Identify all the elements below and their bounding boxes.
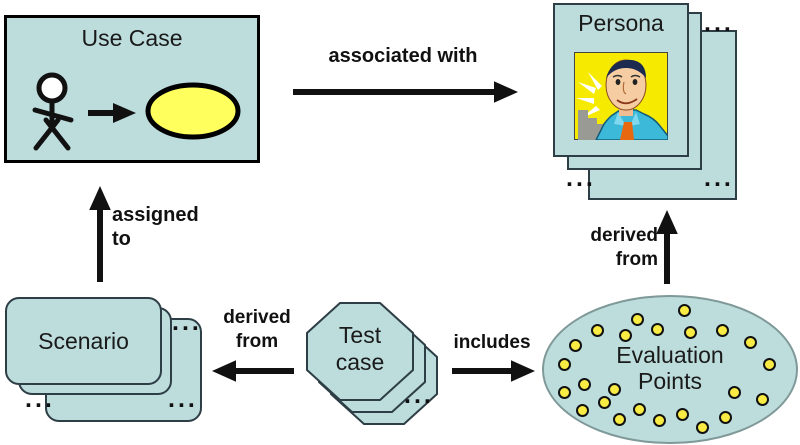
test-case-node: Test case (306, 302, 438, 425)
persona-ellipsis-top-right: ... (704, 9, 734, 37)
derived-from-scenario-label: derived from (215, 306, 299, 354)
actor-icon (32, 72, 74, 151)
evaluation-point-dot (718, 410, 732, 424)
actor-to-ellipse-arrow-icon (88, 103, 136, 123)
test-case-title-line1: Test (339, 322, 382, 348)
assigned-to-label: assigned to (112, 203, 199, 251)
evaluation-point-dot (568, 338, 582, 352)
evaluation-point-dot (590, 323, 604, 337)
evaluation-point-dot (677, 303, 691, 317)
evaluation-point-dot (762, 357, 776, 371)
evaluation-point-dot (630, 312, 644, 326)
use-case-graphic (32, 72, 241, 151)
evaluation-point-dot (675, 407, 689, 421)
includes-label: includes (453, 332, 531, 353)
test-case-ellipsis: ... (404, 381, 434, 409)
evaluation-points-title-line2: Points (638, 368, 702, 394)
evaluation-point-dot (650, 322, 664, 336)
persona-node: Persona (553, 3, 689, 157)
evaluation-point-dot (618, 328, 632, 342)
persona-ellipsis-bottom-right: ... (704, 164, 734, 192)
scenario-ellipsis-bottom-left: ... (25, 385, 55, 413)
evaluation-point-dot (632, 402, 646, 416)
derived-from-scenario-label-line2: from (235, 331, 279, 352)
derived-from-persona-label: derived from (568, 224, 658, 272)
assigned-to-label-line2: to (112, 228, 131, 250)
scenario-ellipsis-right: ... (172, 308, 202, 336)
persona-title: Persona (578, 10, 664, 36)
scenario-title: Scenario (38, 328, 129, 354)
persona-portrait-image (574, 52, 668, 140)
evaluation-point-dot (715, 323, 729, 337)
evaluation-point-dot (743, 335, 757, 349)
evaluation-points-title: Evaluation Points (544, 342, 796, 394)
evaluation-point-dot (652, 413, 666, 427)
associated-with-label: associated with (328, 45, 478, 67)
evaluation-point-dot (727, 385, 741, 399)
evaluation-point-dot (557, 357, 571, 371)
derived-from-persona-label-line2: from (615, 249, 658, 270)
scenario-node: Scenario (5, 297, 162, 385)
evaluation-point-dot (577, 377, 591, 391)
evaluation-point-dot (695, 420, 709, 434)
evaluation-points-node: Evaluation Points (542, 295, 798, 444)
test-case-title-line2: case (336, 349, 385, 375)
assigned-to-label-line1: assigned (112, 204, 199, 226)
evaluation-point-dot (755, 392, 769, 406)
evaluation-point-dot (607, 382, 621, 396)
evaluation-point-dot (597, 395, 611, 409)
derived-from-scenario-label-line1: derived (223, 307, 291, 328)
test-case-octagon-front (306, 302, 414, 401)
evaluation-point-dot (612, 412, 626, 426)
man-face (595, 59, 668, 140)
scenario-ellipsis-bottom-right: ... (168, 385, 198, 413)
evaluation-point-dot (683, 325, 697, 339)
use-case-oval-icon (145, 82, 241, 140)
evaluation-point-dot (557, 385, 571, 399)
use-case-title: Use Case (81, 25, 183, 51)
derived-from-persona-label-line1: derived (590, 225, 658, 246)
evaluation-point-dot (575, 403, 589, 417)
evaluation-points-title-line1: Evaluation (616, 342, 724, 368)
persona-ellipsis-bottom-left: ... (566, 164, 596, 192)
use-case-node: Use Case (4, 15, 260, 163)
